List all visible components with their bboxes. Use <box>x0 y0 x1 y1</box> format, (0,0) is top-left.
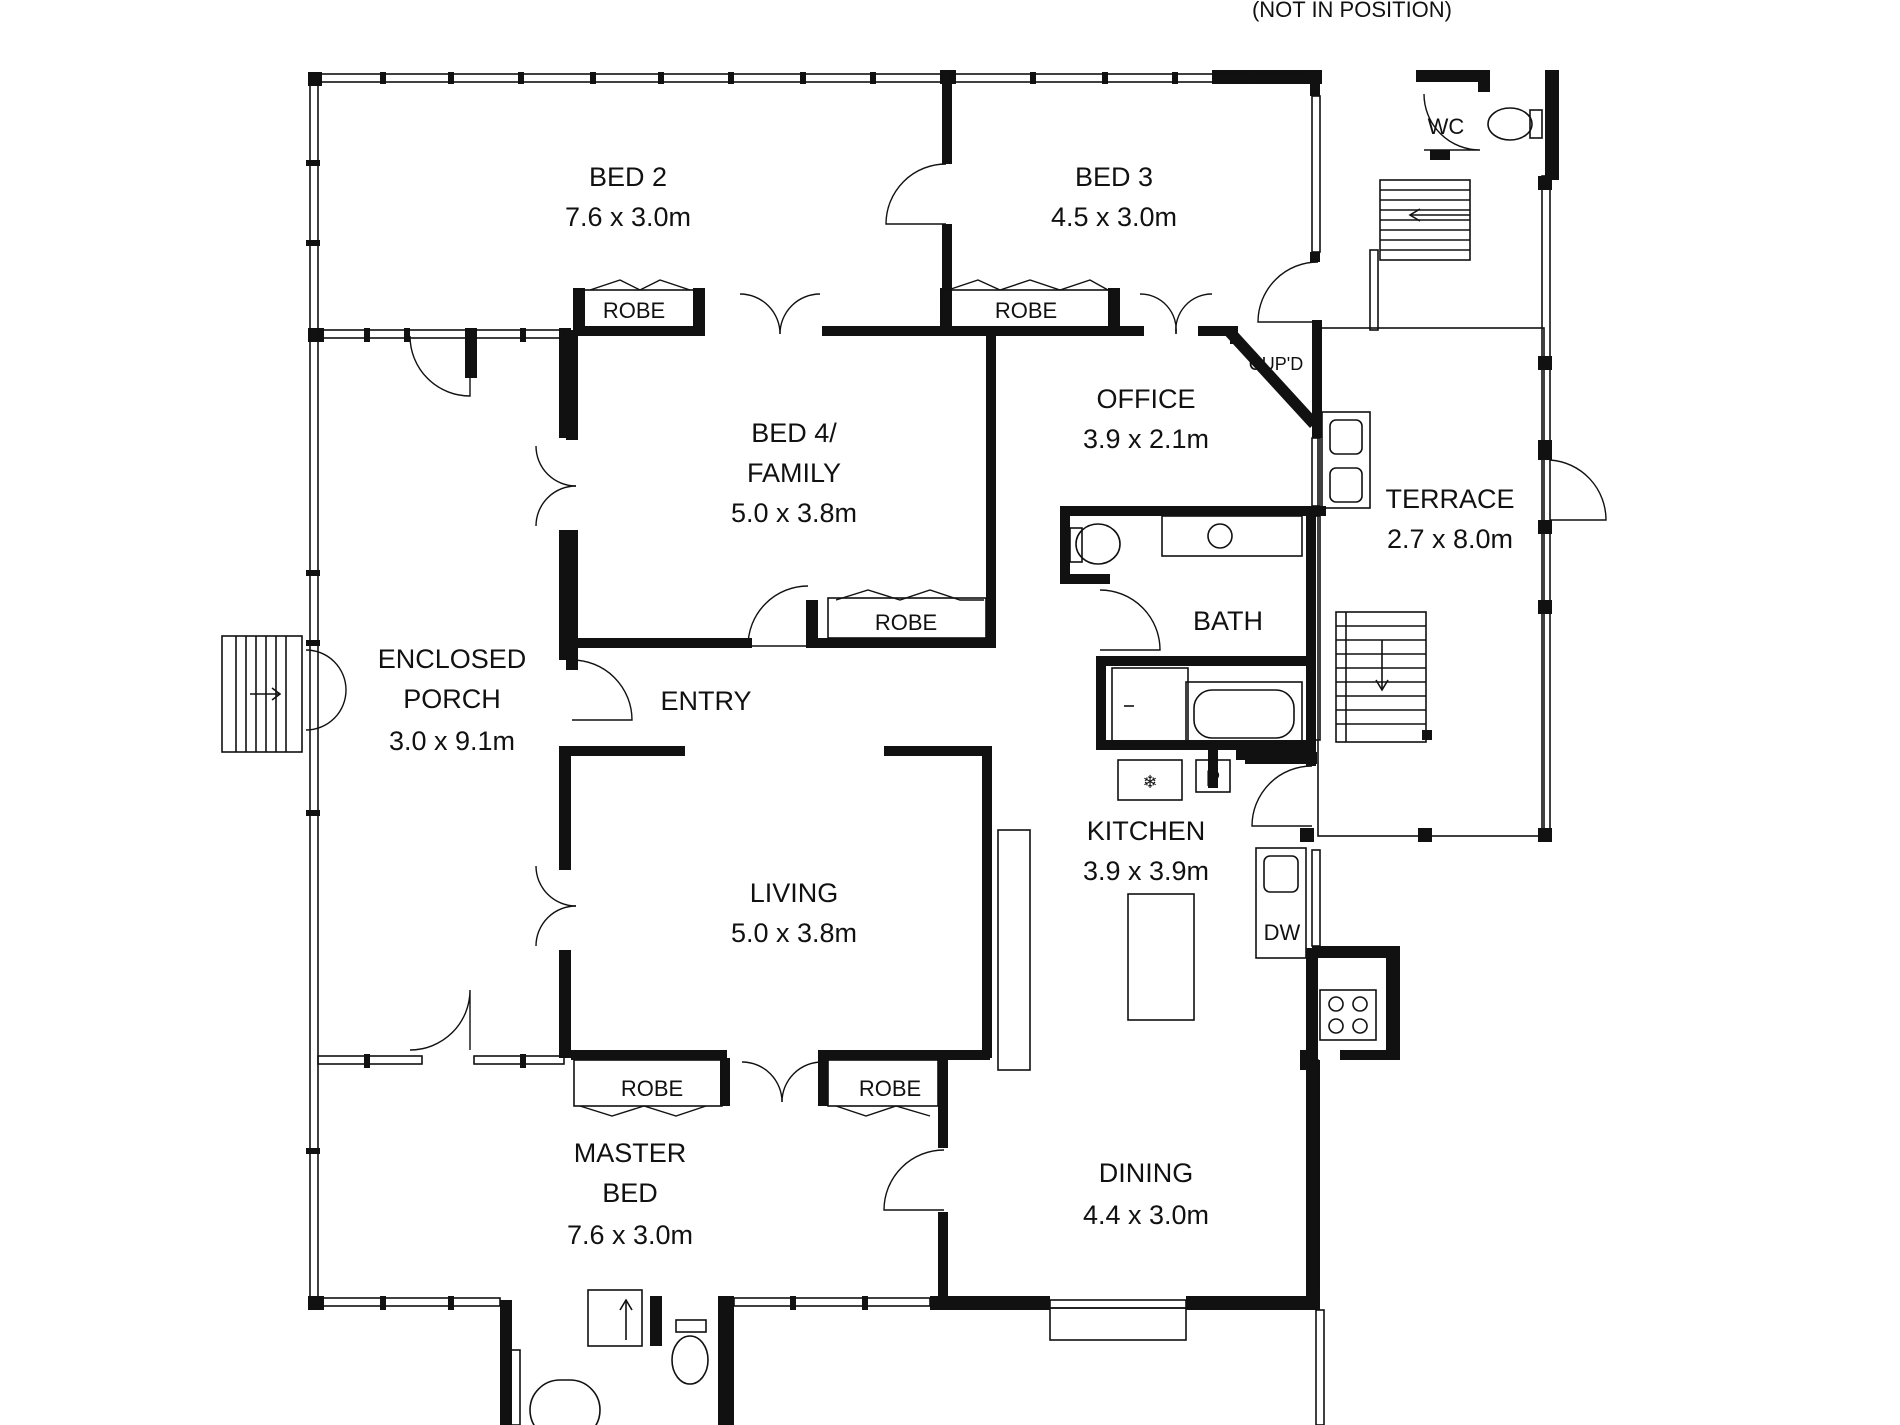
svg-text:❄: ❄ <box>1142 772 1157 792</box>
cooktop-icon <box>1319 989 1377 1041</box>
kitchen-dims: 3.9 x 3.9m <box>1083 856 1209 886</box>
office-name: OFFICE <box>1097 384 1196 414</box>
robe-label-bed2: ROBE <box>603 298 665 323</box>
bathtub-icon <box>1193 689 1295 739</box>
robes <box>573 279 1111 1117</box>
ensuite-toilet-icon <box>671 1335 709 1385</box>
porch-dims: 3.0 x 9.1m <box>389 726 515 756</box>
wc-toilet-icon <box>1487 107 1533 141</box>
bed4-dims: 5.0 x 3.8m <box>731 498 857 528</box>
fridge-icon <box>1117 759 1183 801</box>
bed2-dims: 7.6 x 3.0m <box>565 202 691 232</box>
fixture-labels: WC CUP'D ROBE ROBE ROBE ROBE ROBE DW P <box>603 114 1465 1101</box>
ensuite-bath-icon <box>529 1379 601 1425</box>
porch-name-line1: ENCLOSED <box>378 644 527 674</box>
dw-label: DW <box>1264 920 1301 945</box>
robe-label-bed3: ROBE <box>995 298 1057 323</box>
door-swings <box>305 93 1481 1211</box>
bed4-name-line2: FAMILY <box>747 458 841 488</box>
pantry-label: P <box>1206 766 1221 791</box>
toilet-icon <box>1075 523 1121 565</box>
cupd-label: CUP'D <box>1249 354 1303 374</box>
header-note: (NOT IN POSITION) <box>1252 0 1452 22</box>
living-dims: 5.0 x 3.8m <box>731 918 857 948</box>
bed2-name: BED 2 <box>589 162 667 192</box>
kitchen-island <box>1127 893 1195 1021</box>
walls <box>308 70 1559 1425</box>
master-name-line1: MASTER <box>574 1138 687 1168</box>
room-labels: BED 2 7.6 x 3.0m BED 3 4.5 x 3.0m BED 4/… <box>378 162 1515 1250</box>
robe-label-bed4: ROBE <box>875 610 937 635</box>
kitchen-name: KITCHEN <box>1087 816 1206 846</box>
master-name-line2: BED <box>602 1178 658 1208</box>
basin-icon <box>1207 523 1233 549</box>
bed4-name-line1: BED 4/ <box>751 418 837 448</box>
bath-name: BATH <box>1193 606 1263 636</box>
bed3-dims: 4.5 x 3.0m <box>1051 202 1177 232</box>
robe-label-master-2: ROBE <box>859 1076 921 1101</box>
terrace-name: TERRACE <box>1385 484 1514 514</box>
window-outlines <box>306 72 1321 1341</box>
terrace-structure <box>1300 175 1607 842</box>
entry-name: ENTRY <box>660 686 751 716</box>
bed3-name: BED 3 <box>1075 162 1153 192</box>
office-dims: 3.9 x 2.1m <box>1083 424 1209 454</box>
master-dims: 7.6 x 3.0m <box>567 1220 693 1250</box>
living-name: LIVING <box>750 878 839 908</box>
fixtures: ❄ <box>509 107 1543 1425</box>
porch-stair <box>221 635 303 753</box>
robe-label-master-1: ROBE <box>621 1076 683 1101</box>
wc-label: WC <box>1428 114 1465 139</box>
porch-name-line2: PORCH <box>403 684 501 714</box>
dining-dims: 4.4 x 3.0m <box>1083 1200 1209 1230</box>
kitchen-sink-icon <box>1263 855 1299 893</box>
dining-name: DINING <box>1099 1158 1194 1188</box>
terrace-dims: 2.7 x 8.0m <box>1387 524 1513 554</box>
